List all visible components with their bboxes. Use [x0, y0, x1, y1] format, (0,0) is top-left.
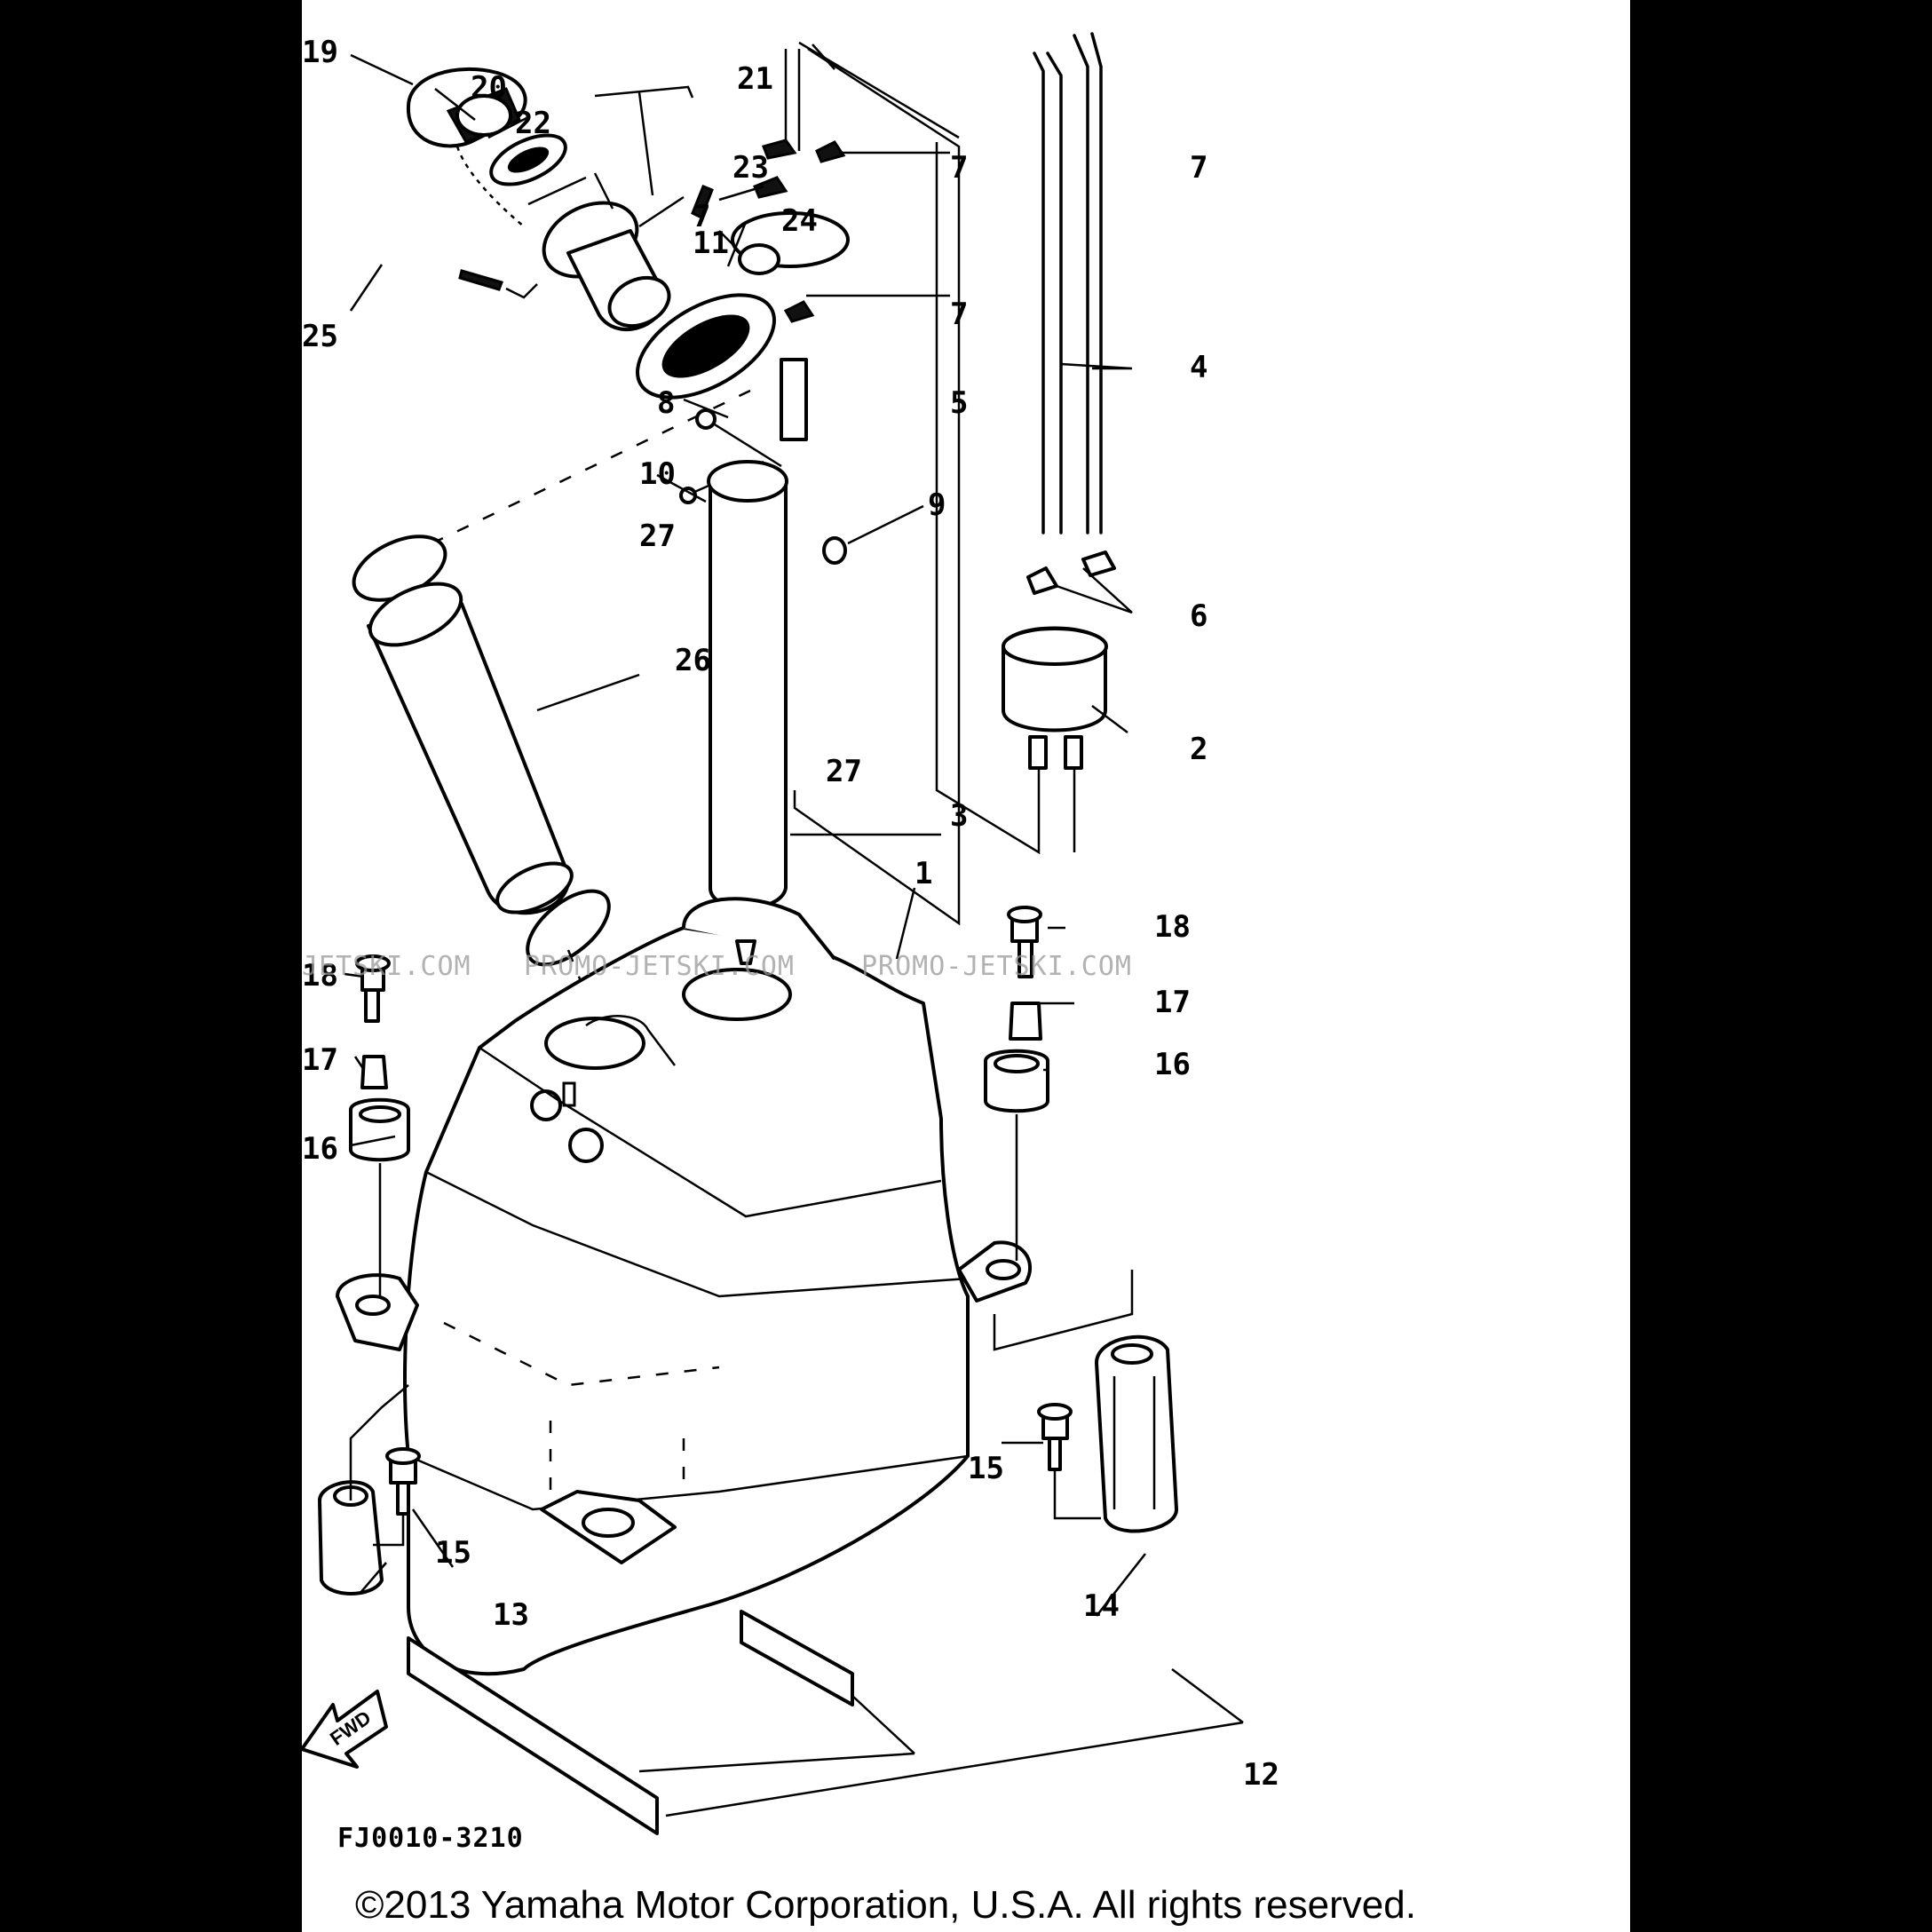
filler-hose-assembly [352, 389, 751, 995]
leader-lines [344, 44, 1244, 1817]
watermark-text-1: JETSKI.COM [302, 951, 471, 982]
callout-2: 2 [1190, 732, 1208, 767]
callout-18-a: 18 [302, 958, 338, 994]
callout-7-a: 7 [950, 150, 968, 186]
callout-7-c: 7 [950, 297, 968, 332]
callout-23: 23 [732, 150, 769, 186]
filler-cap-assembly [406, 67, 776, 400]
callout-numbers: 1 2 3 4 5 6 7 7 7 7 8 9 10 11 12 13 14 1… [302, 35, 1279, 1793]
callout-4: 4 [1190, 350, 1208, 385]
callout-26: 26 [675, 643, 711, 678]
callout-7-b: 7 [693, 199, 710, 234]
callout-21: 21 [737, 61, 773, 97]
callout-6: 6 [1190, 598, 1208, 634]
callout-13: 13 [493, 1597, 529, 1633]
watermark-text-2: PROMO-JETSKI.COM [524, 951, 795, 982]
callout-18-b: 18 [1154, 909, 1191, 945]
fuel-tank-exploded-diagram: FWD 1 2 [302, 32, 1416, 1927]
watermark-text-3: PROMO-JETSKI.COM [861, 951, 1132, 982]
callout-3: 3 [950, 798, 968, 834]
callout-11: 11 [693, 226, 729, 261]
callout-27-a: 27 [639, 519, 676, 554]
diagram-sheet: FWD 1 2 [302, 0, 1630, 1932]
callout-5: 5 [950, 385, 968, 421]
watermark: JETSKI.COM PROMO-JETSKI.COM PROMO-JETSKI… [302, 951, 1132, 982]
drawing-code: FJ0010-3210 [337, 1823, 524, 1854]
callout-14: 14 [1083, 1588, 1120, 1624]
callout-16-b: 16 [1154, 1047, 1191, 1082]
callout-27-b: 27 [826, 754, 862, 789]
fuel-sender-assembly [935, 32, 1116, 855]
callout-10: 10 [639, 456, 676, 492]
callout-24: 24 [781, 203, 818, 239]
mounting-hardware [318, 906, 1178, 1595]
callout-25: 25 [302, 319, 338, 354]
callout-15-b: 15 [968, 1451, 1004, 1486]
callout-19: 19 [302, 35, 338, 70]
callout-7-d: 7 [1190, 150, 1208, 186]
fuel-pickup-assembly [679, 41, 961, 968]
callout-8: 8 [657, 385, 675, 421]
callout-17-a: 17 [302, 1042, 338, 1078]
callout-1: 1 [915, 856, 932, 891]
callout-12: 12 [1243, 1757, 1279, 1793]
tank-pads [407, 1610, 915, 1835]
callout-15-a: 15 [435, 1535, 471, 1571]
callout-20: 20 [471, 70, 507, 106]
callout-17-b: 17 [1154, 985, 1191, 1020]
forward-arrow-icon: FWD [302, 1690, 388, 1769]
callout-22: 22 [515, 106, 551, 141]
callout-9: 9 [928, 487, 946, 523]
callout-16-a: 16 [302, 1131, 338, 1167]
fuel-tank-body [336, 897, 1032, 1676]
copyright-notice: ©2013 Yamaha Motor Corporation, U.S.A. A… [355, 1883, 1416, 1927]
